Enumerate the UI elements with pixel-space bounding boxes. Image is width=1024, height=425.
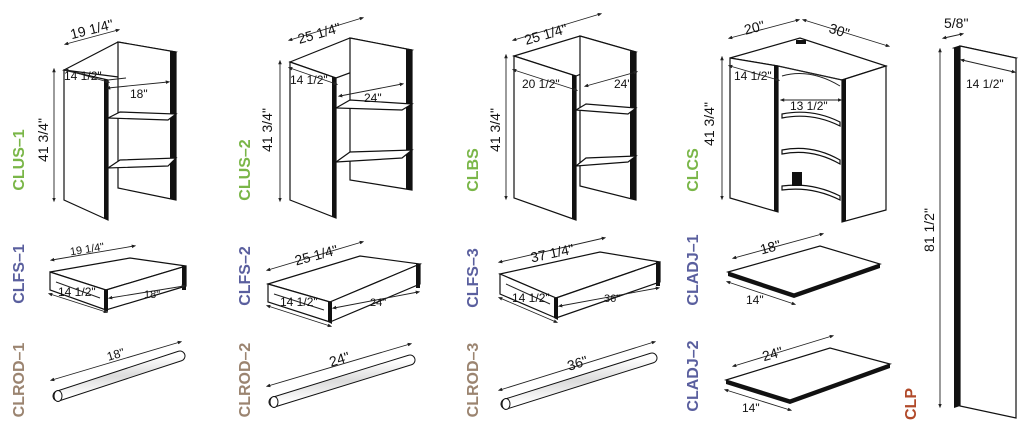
dim-height: 81 1/2" xyxy=(921,208,937,252)
rod-code: CLROD–2 xyxy=(237,343,254,418)
unit-clbs: 25 1/4" 20 1/2" 24" 41 3/4" CLBS xyxy=(465,12,639,221)
dim-length: 36" xyxy=(565,352,589,373)
unit-clus-2: 25 1/4" 14 1/2" 24" 41 3/4" CLUS–2 xyxy=(237,16,415,219)
rod-code: CLROD–1 xyxy=(11,343,28,418)
dim-width-b: 30" xyxy=(827,20,852,42)
fixed-shelf-clfs-2: 25 1/4" 14 1/2" 24" CLFS–2 xyxy=(237,240,423,328)
fixed-shelf-clfs-1: 19 1/4" 14 1/2" 18" CLFS–1 xyxy=(11,241,187,314)
dim-width: 18" xyxy=(758,237,782,258)
dim-inner: 24" xyxy=(364,91,382,105)
shelf-code: CLFS–1 xyxy=(11,244,28,304)
unit-code: CLCS xyxy=(685,148,702,192)
unit-code: CLUS–2 xyxy=(237,139,254,200)
shelf-code: CLADJ–1 xyxy=(685,234,702,305)
dim-length: 24" xyxy=(327,348,351,369)
dim-width: 19 1/4" xyxy=(68,16,114,42)
dim-depth: 20 1/2" xyxy=(522,77,560,91)
rod-clrod-3: 36" CLROD–3 xyxy=(465,340,658,418)
fixed-shelf-clfs-3: 37 1/4" 14 1/2" 36" CLFS–3 xyxy=(465,236,661,323)
unit-code: CLUS–1 xyxy=(11,129,28,190)
dim-depth: 14 1/2" xyxy=(64,69,102,83)
dim-depth: 14 1/2" xyxy=(58,285,96,299)
dim-inner: 18" xyxy=(144,289,160,301)
dim-depth: 14" xyxy=(742,401,760,415)
dim-width: 19 1/4" xyxy=(69,241,105,258)
shelf-code: CLFS–3 xyxy=(465,248,482,308)
dim-height: 41 3/4" xyxy=(35,118,51,162)
dim-height: 41 3/4" xyxy=(487,108,503,152)
dim-width: 25 1/4" xyxy=(296,19,343,46)
shelf-code: CLADJ–2 xyxy=(685,340,702,411)
dim-depth: 14 1/2" xyxy=(280,295,318,309)
dim-depth: 14" xyxy=(746,293,764,307)
dim-width-a: 20" xyxy=(742,17,766,38)
dim-inner: 24" xyxy=(370,297,386,309)
rod-clrod-2: 24" CLROD–2 xyxy=(237,343,416,418)
unit-clcs: 20" 30" 14 1/2" 13 1/2" 41 3/4" CLCS xyxy=(685,17,891,223)
dim-thickness: 5/8" xyxy=(944,15,968,31)
panel-code: CLP xyxy=(903,388,920,420)
unit-code: CLBS xyxy=(465,148,482,192)
shelf-code: CLFS–2 xyxy=(237,246,254,306)
dim-depth: 14 1/2" xyxy=(290,73,328,87)
dim-inner: 24" xyxy=(614,77,632,91)
side-panel-clp: 5/8" 14 1/2" 81 1/2" CLP xyxy=(903,15,1019,420)
dim-inner: 18" xyxy=(130,87,148,101)
rod-clrod-1: 18" CLROD–1 xyxy=(11,340,186,418)
adjustable-shelf-cladj-2: 24" 14" CLADJ–2 xyxy=(685,334,893,415)
unit-clus-1: 19 1/4" 14 1/2" 18" 41 3/4" CLUS–1 xyxy=(11,16,178,221)
adjustable-shelf-cladj-1: 18" 14" CLADJ–1 xyxy=(685,232,882,307)
dim-inner: 13 1/2" xyxy=(790,99,828,113)
rod-code: CLROD–3 xyxy=(465,343,482,418)
dim-height: 41 3/4" xyxy=(259,108,275,152)
dim-height: 41 3/4" xyxy=(701,102,717,146)
dim-depth: 14 1/2" xyxy=(512,291,550,305)
dim-length: 18" xyxy=(105,345,126,364)
dim-width: 24" xyxy=(760,343,784,364)
dim-depth: 14 1/2" xyxy=(734,69,772,83)
dim-inner: 36" xyxy=(604,293,620,305)
dim-depth: 14 1/2" xyxy=(966,77,1004,91)
